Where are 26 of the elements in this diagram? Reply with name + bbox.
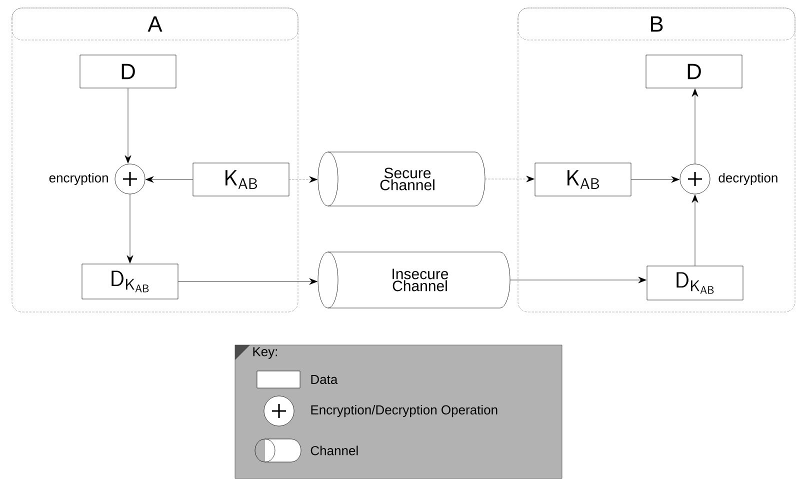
arrow [485, 176, 534, 182]
arrow [692, 88, 698, 164]
channel-cylinder: Secure Channel [318, 152, 486, 206]
data-box: $\mathsf{K_{AB}}$ [534, 162, 632, 196]
data-box: $\mathsf{D_{K_{AB}}}$ [82, 264, 178, 300]
arrow [126, 194, 134, 264]
data-box: $\mathsf{K_{AB}}$ [192, 162, 290, 196]
arrow [510, 276, 646, 284]
operation-circle [680, 164, 710, 194]
data-box: D [80, 54, 176, 88]
operation-label: encryption [49, 172, 108, 186]
channel-cylinder: Insecure Channel [318, 252, 510, 308]
legend-title: Key: [253, 347, 278, 359]
data-box: D [646, 54, 742, 88]
arrow [124, 88, 132, 164]
arrow [692, 194, 698, 266]
arrow [289, 176, 318, 183]
arrow [146, 176, 193, 183]
legend-text: Channel [310, 446, 358, 456]
operation-circle [114, 164, 146, 194]
legend-text: Data [311, 374, 338, 384]
data-box: $\mathsf{D_{K_{AB}}}$ [646, 266, 744, 300]
legend-text: Encryption/Decryption Operation [311, 404, 498, 418]
arrow [178, 278, 318, 285]
arrow [631, 176, 680, 183]
operation-label: decryption [718, 172, 778, 186]
